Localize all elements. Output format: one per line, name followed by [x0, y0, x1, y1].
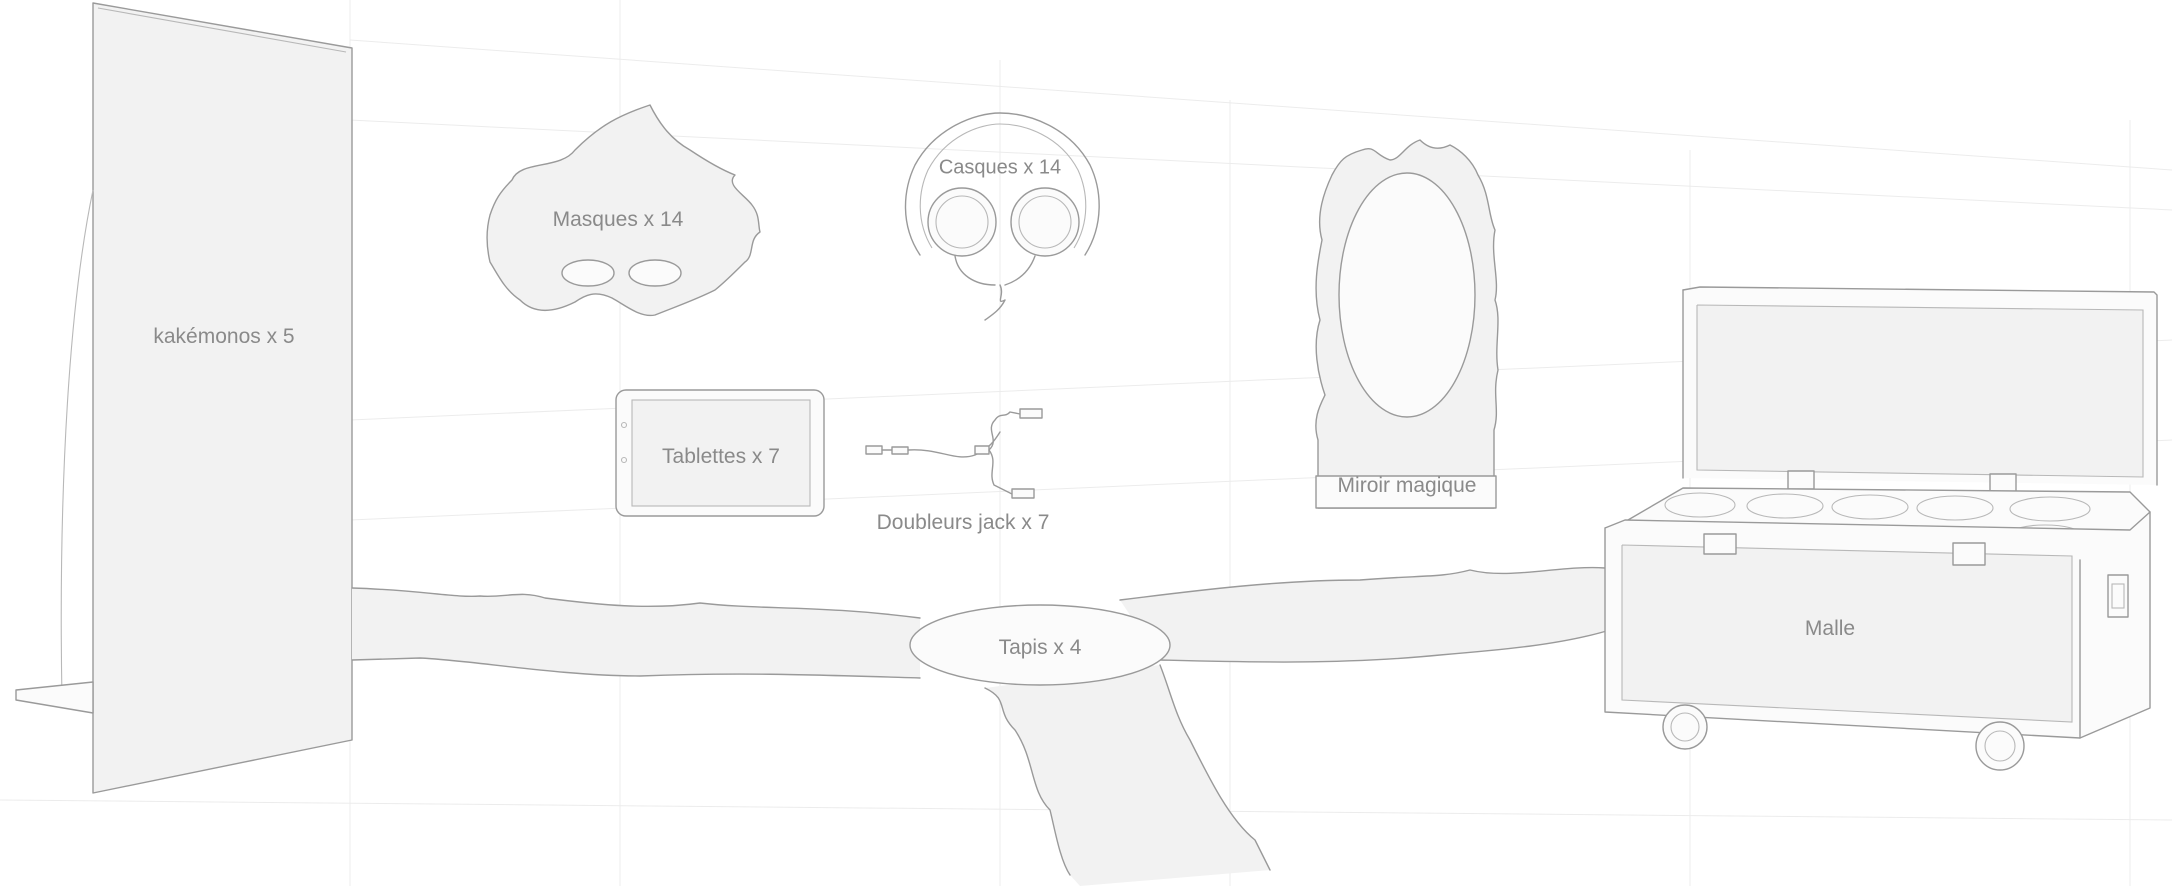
magic-mirror — [1315, 139, 1499, 509]
kakemonos-label: kakémonos x 5 — [153, 325, 295, 348]
miroir-label: Miroir magique — [1337, 474, 1477, 497]
trunk — [1604, 286, 2158, 771]
jack-splitter — [865, 408, 1043, 499]
malle-label: Malle — [1804, 617, 1856, 640]
doubleurs-label: Doubleurs jack x 7 — [876, 511, 1050, 534]
casques-label: Casques x 14 — [938, 156, 1062, 179]
masques-label: Masques x 14 — [552, 208, 684, 231]
kakemono-banner — [15, 2, 353, 794]
headphones — [904, 112, 1100, 321]
tablet — [615, 389, 825, 517]
rugs — [351, 566, 1611, 886]
tapis-label: Tapis x 4 — [998, 636, 1082, 659]
mask — [486, 104, 761, 317]
tablettes-label: Tablettes x 7 — [662, 445, 780, 468]
